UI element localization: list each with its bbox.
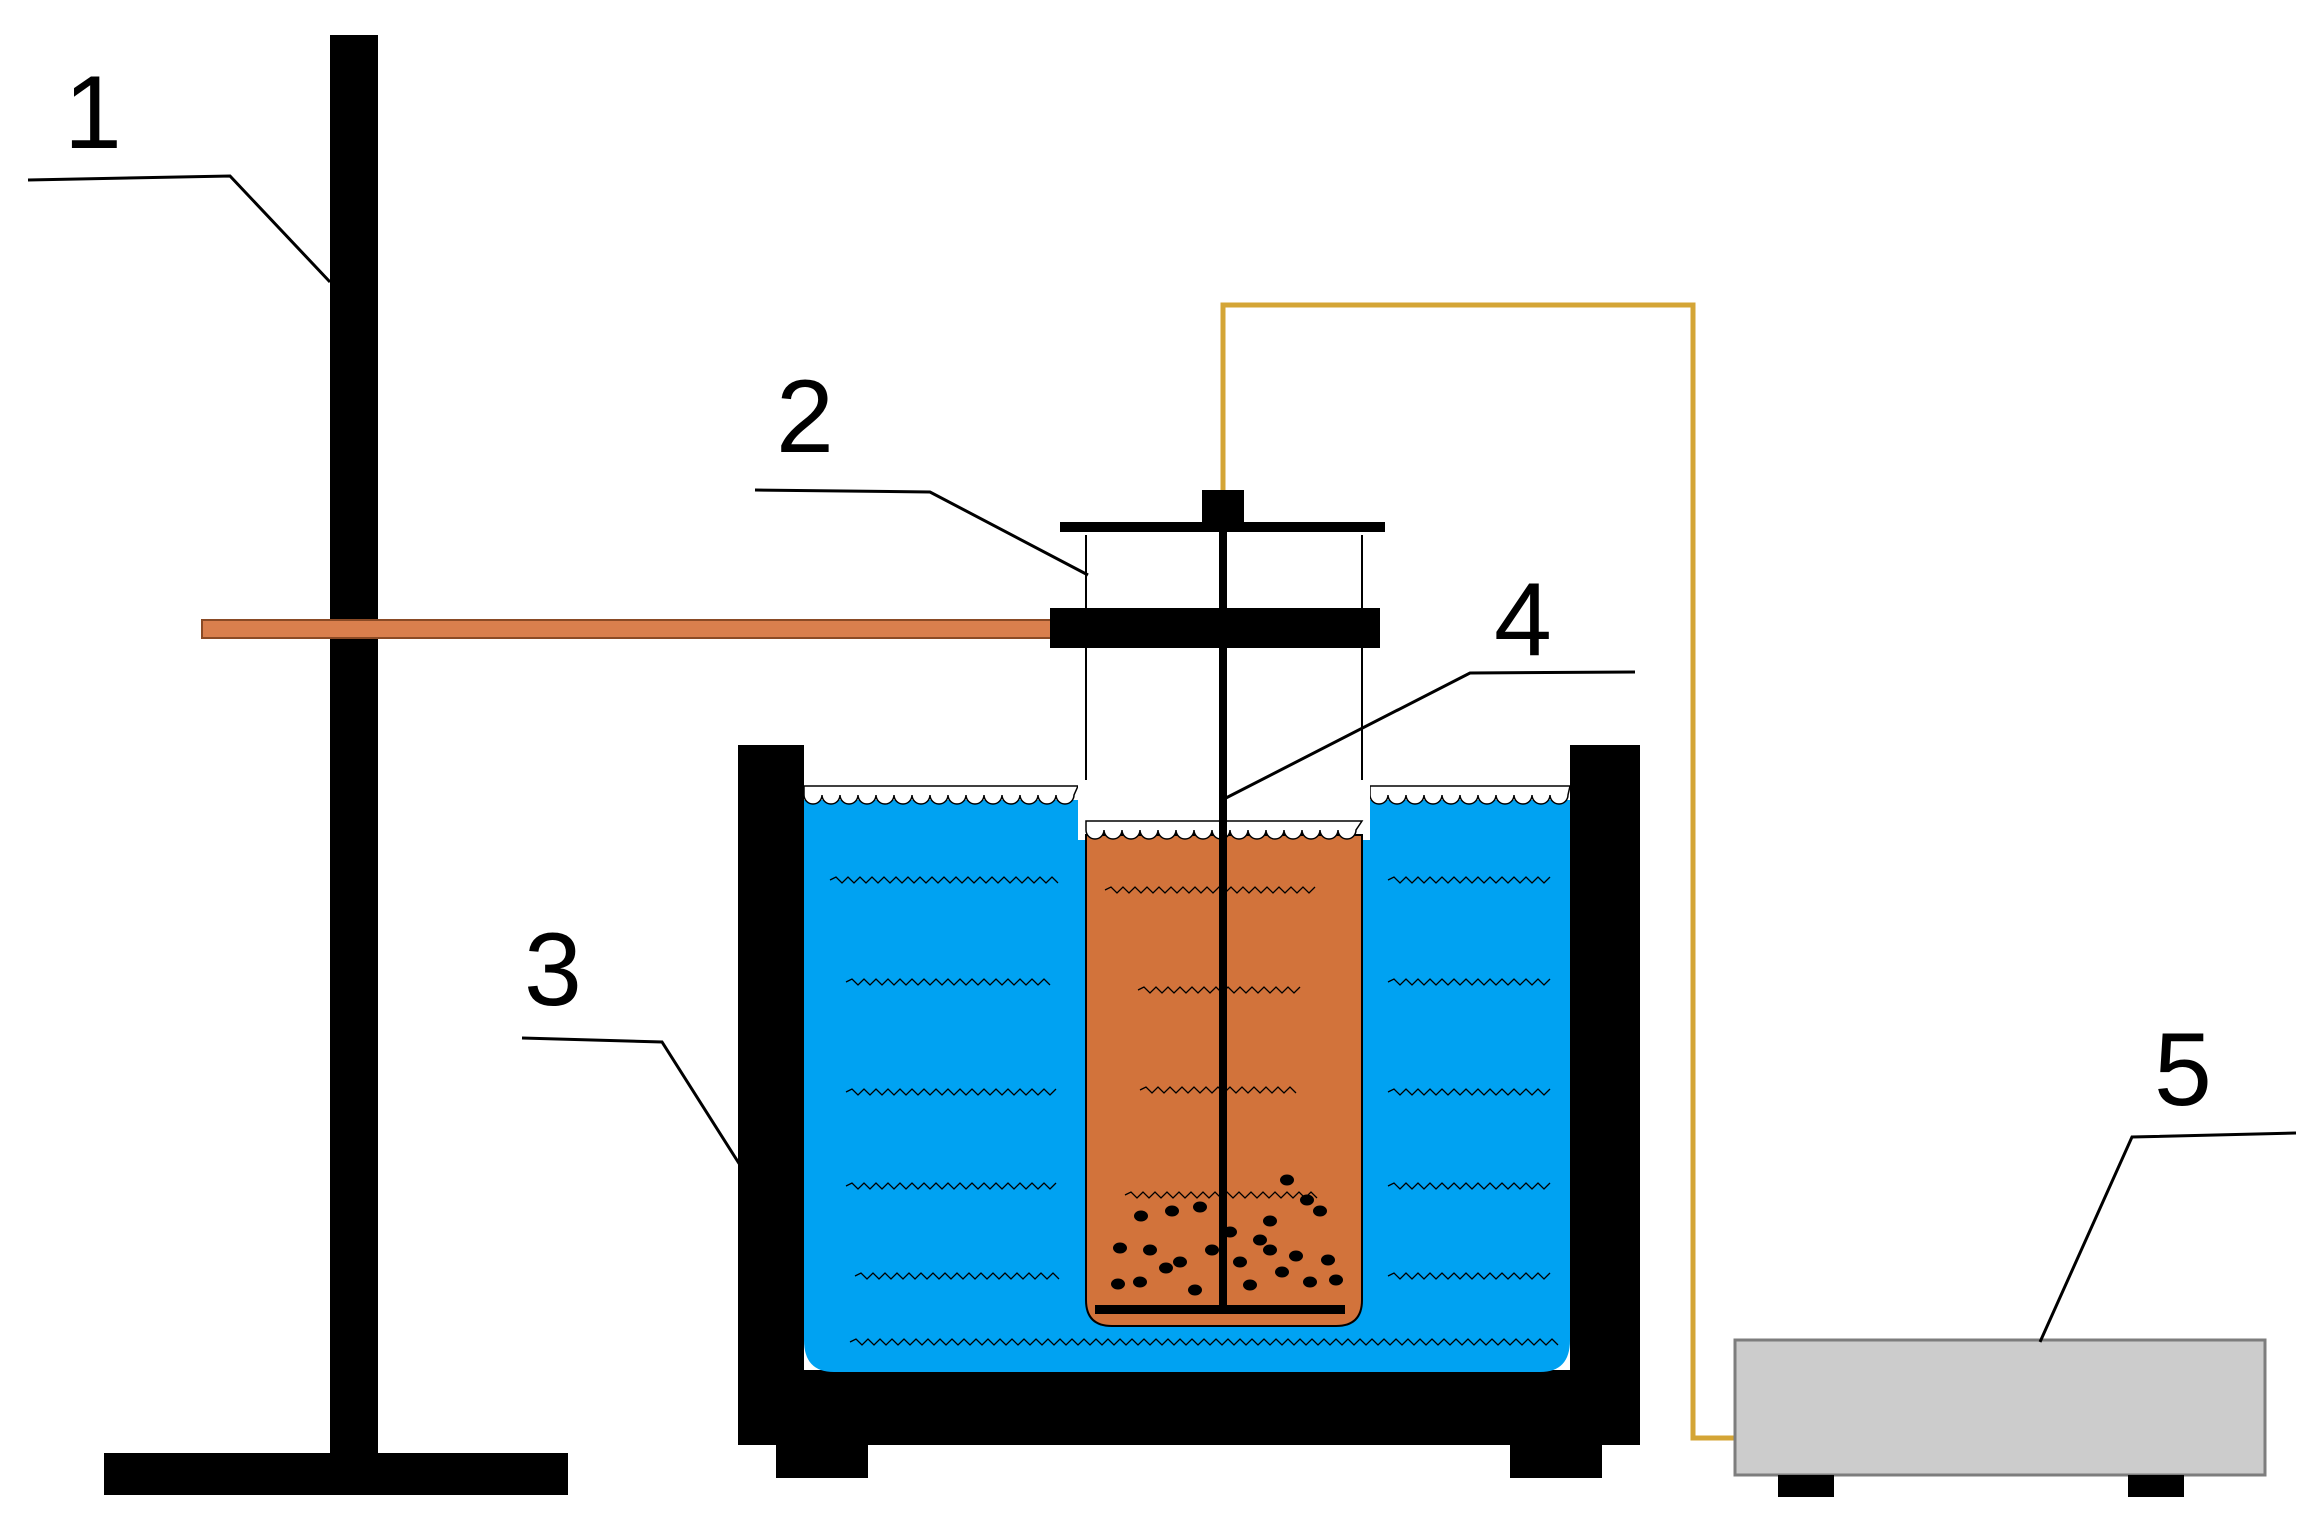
motor-coupling bbox=[1202, 490, 1244, 524]
lower-plate bbox=[1050, 608, 1380, 648]
particle bbox=[1173, 1256, 1187, 1268]
bath-foot-left bbox=[776, 1430, 868, 1478]
callout-4: 4 bbox=[1494, 562, 1552, 678]
bath-right-wall bbox=[1570, 745, 1640, 1445]
particle bbox=[1165, 1205, 1179, 1217]
leader-line-4 bbox=[1221, 670, 1636, 802]
callout-5: 5 bbox=[2154, 1012, 2212, 1128]
stand-pole bbox=[330, 35, 378, 1465]
bath-bottom bbox=[738, 1370, 1640, 1445]
leader-line-3 bbox=[521, 1036, 742, 1166]
water-surface bbox=[803, 785, 1571, 805]
particle bbox=[1188, 1284, 1202, 1296]
particle bbox=[1205, 1244, 1219, 1256]
controller-box bbox=[1733, 1338, 2267, 1477]
stirrer-shaft bbox=[1219, 524, 1227, 1314]
ripple-line bbox=[1387, 1088, 1551, 1096]
ripple-line bbox=[829, 876, 1059, 884]
solid-particles bbox=[1111, 1174, 1343, 1296]
ripple-line bbox=[845, 1088, 1057, 1096]
leader-line-5 bbox=[2038, 1131, 2297, 1343]
stirrer-paddle bbox=[1095, 1305, 1345, 1314]
callout-2: 2 bbox=[776, 359, 834, 475]
ripple-line bbox=[849, 1338, 1559, 1346]
ripple-line bbox=[1104, 886, 1316, 894]
ripple-line bbox=[845, 1182, 1057, 1190]
particle bbox=[1111, 1278, 1125, 1290]
particle bbox=[1243, 1279, 1257, 1291]
retort-stand bbox=[104, 35, 568, 1495]
clamp-rod bbox=[201, 619, 1065, 639]
ripple-line bbox=[1387, 978, 1551, 986]
particle bbox=[1253, 1234, 1267, 1246]
particle bbox=[1233, 1256, 1247, 1268]
ripple-line bbox=[1387, 1272, 1551, 1280]
particle bbox=[1303, 1276, 1317, 1288]
leader-line-1 bbox=[27, 174, 332, 284]
water-ripples bbox=[829, 876, 1559, 1346]
particle bbox=[1193, 1201, 1207, 1213]
particle bbox=[1133, 1276, 1147, 1288]
particle bbox=[1313, 1205, 1327, 1217]
particle bbox=[1113, 1242, 1127, 1254]
callout-3: 3 bbox=[524, 912, 582, 1028]
particle bbox=[1289, 1250, 1303, 1262]
particle bbox=[1134, 1210, 1148, 1222]
surface-scallop-row bbox=[803, 785, 1080, 805]
particle bbox=[1263, 1244, 1277, 1256]
callout-1: 1 bbox=[64, 55, 122, 171]
stirrer bbox=[1095, 524, 1345, 1314]
leader-line-2 bbox=[754, 488, 1089, 577]
ripple-line bbox=[845, 978, 1051, 986]
surface-scallop-row bbox=[1369, 785, 1571, 805]
control-wire bbox=[1220, 302, 1735, 1441]
particle bbox=[1143, 1244, 1157, 1256]
particle bbox=[1275, 1266, 1289, 1278]
particle bbox=[1280, 1174, 1294, 1186]
particle bbox=[1321, 1254, 1335, 1266]
leader-lines bbox=[27, 174, 2297, 1343]
ripple-line bbox=[1387, 1182, 1551, 1190]
particle bbox=[1263, 1215, 1277, 1227]
lid-assembly bbox=[1050, 490, 1385, 648]
bath-left-wall bbox=[738, 745, 804, 1445]
bath-foot-right bbox=[1510, 1430, 1602, 1478]
ripple-line bbox=[1387, 876, 1551, 884]
particle bbox=[1159, 1262, 1173, 1274]
particle bbox=[1329, 1274, 1343, 1286]
ripple-line bbox=[1139, 1086, 1297, 1094]
controller-unit bbox=[1733, 1338, 2267, 1497]
controller-foot-right bbox=[2128, 1475, 2184, 1497]
particle bbox=[1300, 1194, 1314, 1206]
stand-base bbox=[104, 1453, 568, 1495]
ripple-line bbox=[854, 1272, 1060, 1280]
controller-foot-left bbox=[1778, 1475, 1834, 1497]
